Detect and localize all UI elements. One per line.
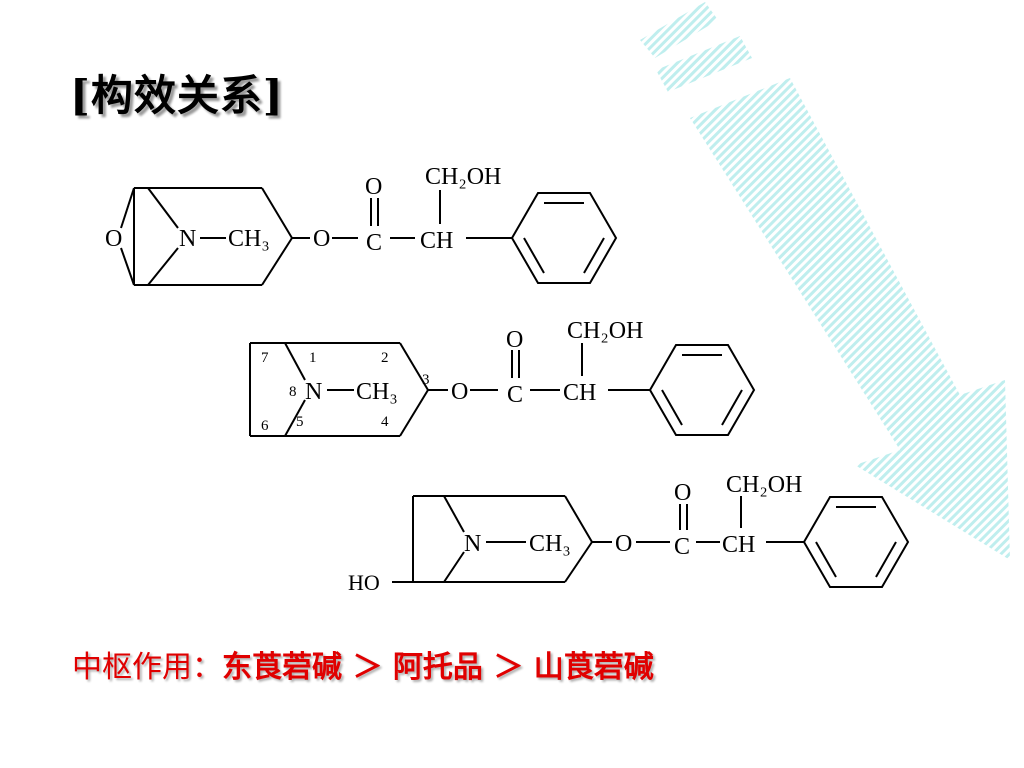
ester-oxygen: O: [615, 531, 632, 557]
carbonyl-oxygen: O: [674, 480, 691, 506]
position-3: 3: [422, 372, 430, 388]
position-8: 8: [289, 384, 297, 400]
methyl: CH₃: [356, 379, 398, 405]
carbonyl-carbon: C: [366, 230, 382, 256]
hydroxyl: HO: [348, 570, 380, 595]
cns-activity-caption: 中枢作用：东莨菪碱 ＞ 阿托品 ＞ 山莨菪碱: [72, 642, 654, 686]
ester-oxygen: O: [451, 379, 468, 405]
ch2oh-group: CH₂OH: [726, 472, 802, 498]
ch-group: CH: [563, 380, 596, 406]
position-2: 2: [381, 350, 389, 366]
nitrogen: N: [179, 226, 196, 252]
ch2oh-group: CH₂OH: [425, 164, 501, 190]
ch-group: CH: [420, 228, 453, 254]
methyl: CH₃: [228, 226, 270, 252]
position-5: 5: [296, 414, 304, 430]
caption-label: 中枢作用：: [72, 650, 222, 685]
position-1: 1: [309, 350, 317, 366]
position-7: 7: [261, 350, 269, 366]
carbonyl-oxygen: O: [365, 174, 382, 200]
nitrogen: N: [464, 531, 481, 557]
methyl: CH₃: [529, 531, 571, 557]
ester-oxygen: O: [313, 226, 330, 252]
ch-group: CH: [722, 532, 755, 558]
ring-oxygen: O: [105, 226, 122, 252]
position-6: 6: [261, 418, 269, 434]
slide-title: [构效关系]: [70, 71, 284, 120]
ch2oh-group: CH₂OH: [567, 318, 643, 344]
carbonyl-oxygen: O: [506, 327, 523, 353]
carbonyl-carbon: C: [507, 382, 523, 408]
activity-order: 东莨菪碱 ＞ 阿托品 ＞ 山莨菪碱: [222, 650, 654, 685]
nitrogen: N: [305, 379, 322, 405]
carbonyl-carbon: C: [674, 534, 690, 560]
position-4: 4: [381, 414, 389, 430]
